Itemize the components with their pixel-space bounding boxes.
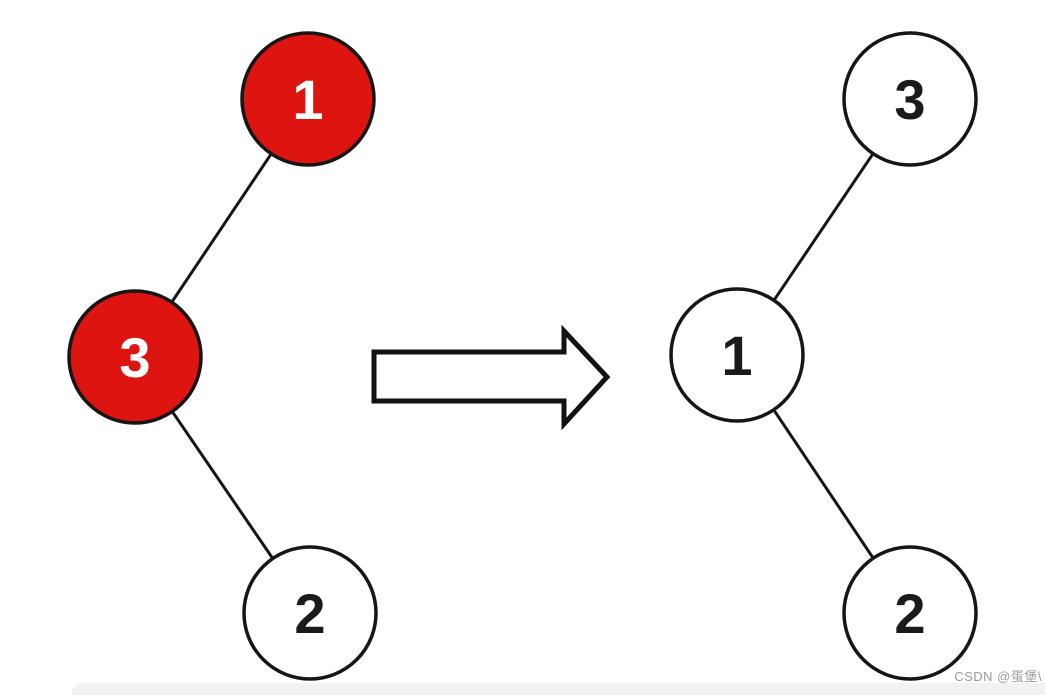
node-circle [842,31,978,167]
tree-node-red-1: 1 [240,31,376,167]
node-circle [842,545,978,681]
node-circle [240,31,376,167]
node-label: 2 [894,582,925,645]
before-tree: 1 3 2 [67,31,378,681]
tree-node-red-3: 3 [67,289,203,425]
node-label: 3 [119,326,150,389]
tree-node-white-1: 1 [669,287,805,423]
node-label: 1 [292,68,323,131]
tree-node-white-2-left: 2 [242,545,378,681]
watermark: CSDN @蛋堡\ [954,669,1042,684]
bottom-strip [72,683,1045,695]
node-label: 3 [894,68,925,131]
node-circle [67,289,203,425]
right-arrow-icon [371,324,611,431]
tree-node-white-2-right: 2 [842,545,978,681]
node-label: 2 [294,582,325,645]
node-label: 1 [721,324,752,387]
after-tree: 3 1 2 [669,31,978,681]
node-circle [242,545,378,681]
tree-node-white-3: 3 [842,31,978,167]
node-circle [669,287,805,423]
